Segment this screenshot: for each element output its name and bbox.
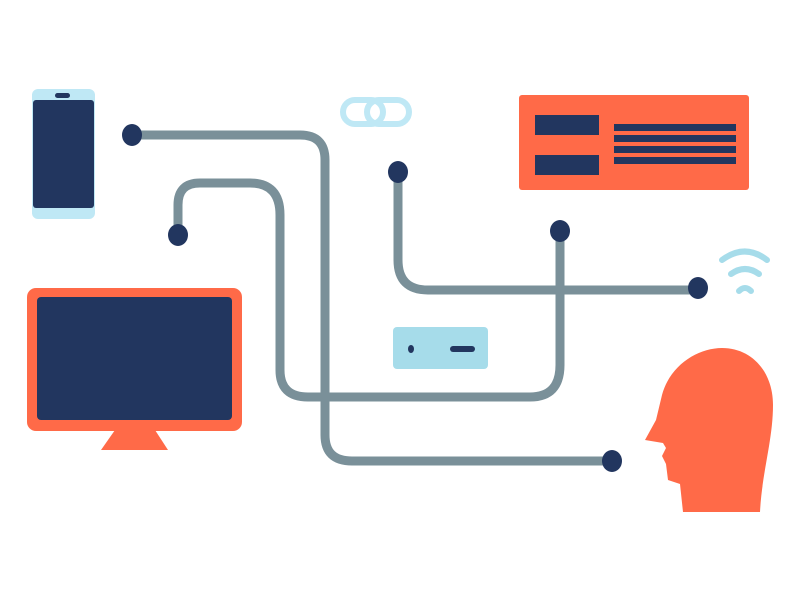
wifi-icon [719,248,770,294]
cable-phone-to-head [127,130,617,466]
smartphone-icon [32,89,95,219]
cable-connector-icon [122,124,142,146]
cable-connector-icon [550,220,570,242]
link-chain-icon [340,97,412,127]
cable-connector-icon [388,161,408,183]
desktop-monitor-icon [27,288,242,450]
cable-connector-icon [602,450,622,472]
cables [127,130,703,466]
id-card-icon [519,95,749,190]
connectors [122,124,708,472]
cable-connector-icon [688,277,708,299]
cable-link-to-wifi [393,167,703,295]
cable-connector-icon [168,224,188,246]
human-head-icon [645,348,773,512]
router-icon [393,327,488,369]
cable-monitor-to-card [173,178,565,402]
